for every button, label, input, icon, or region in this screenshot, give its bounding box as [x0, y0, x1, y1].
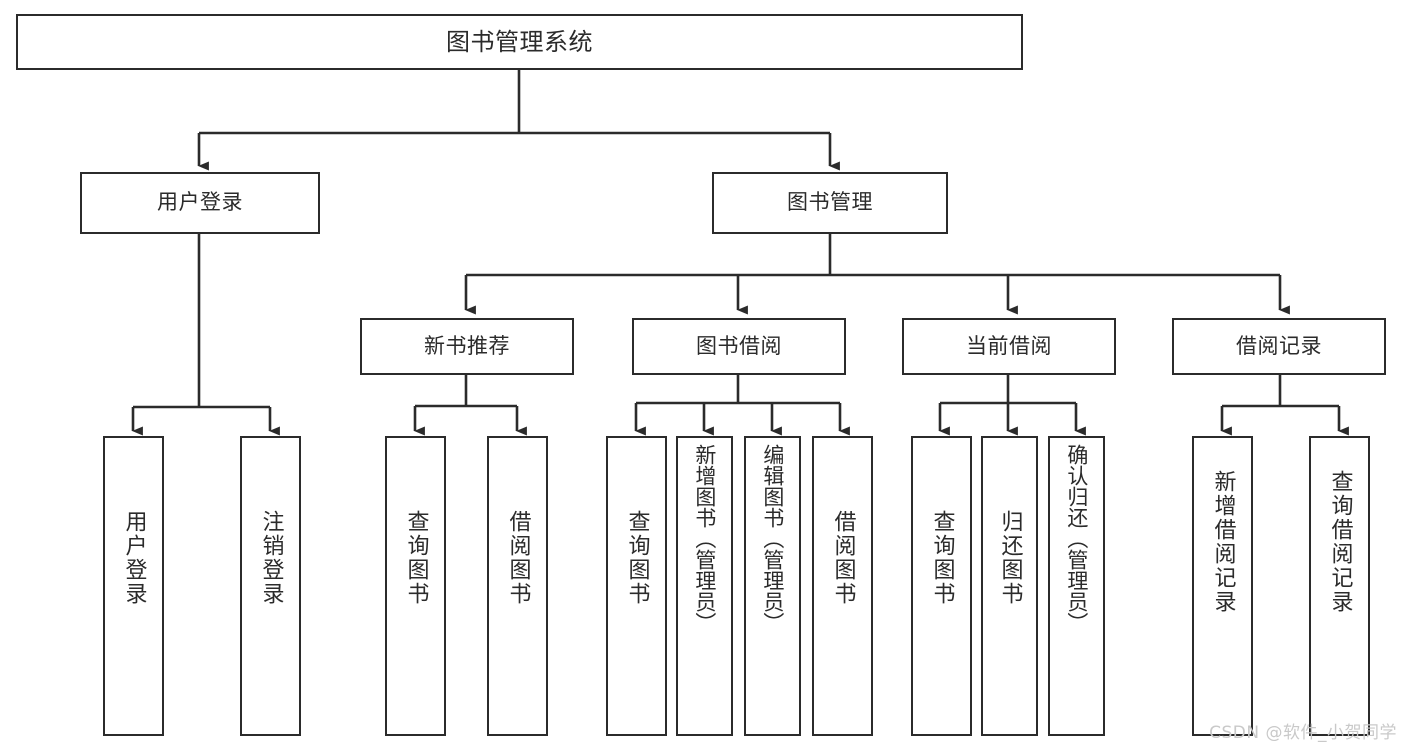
leaf-query-record-label: 查询借阅记录 — [1327, 470, 1353, 614]
leaf-query-book-2-label: 查询图书 — [624, 510, 650, 606]
leaf-confirm-return[interactable]: 确认归还（管理员） — [1048, 436, 1105, 736]
leaf-query-book-3[interactable]: 查询图书 — [911, 436, 972, 736]
leaf-query-book-1-label: 查询图书 — [403, 510, 429, 606]
node-book-borrow-label: 图书借阅 — [696, 333, 782, 358]
node-book-borrow[interactable]: 图书借阅 — [632, 318, 846, 375]
leaf-return-book-label: 归还图书 — [997, 510, 1023, 606]
leaf-borrow-book-2[interactable]: 借阅图书 — [812, 436, 873, 736]
leaf-user-login-label: 用户登录 — [121, 510, 147, 606]
leaf-user-login[interactable]: 用户登录 — [103, 436, 164, 736]
node-book-manage-label: 图书管理 — [787, 190, 873, 215]
node-borrow-record-label: 借阅记录 — [1236, 333, 1322, 358]
leaf-edit-book[interactable]: 编辑图书（管理员） — [744, 436, 801, 736]
leaf-return-book[interactable]: 归还图书 — [981, 436, 1038, 736]
node-user-login[interactable]: 用户登录 — [80, 172, 320, 234]
node-current-borrow[interactable]: 当前借阅 — [902, 318, 1116, 375]
node-new-book-recommend-label: 新书推荐 — [424, 333, 510, 358]
leaf-query-book-2[interactable]: 查询图书 — [606, 436, 667, 736]
leaf-query-book-1[interactable]: 查询图书 — [385, 436, 446, 736]
leaf-edit-book-label: 编辑图书（管理员） — [760, 444, 785, 633]
leaf-borrow-book-1[interactable]: 借阅图书 — [487, 436, 548, 736]
leaf-query-record[interactable]: 查询借阅记录 — [1309, 436, 1370, 736]
leaf-borrow-book-1-label: 借阅图书 — [505, 510, 531, 606]
leaf-add-record[interactable]: 新增借阅记录 — [1192, 436, 1253, 736]
node-new-book-recommend[interactable]: 新书推荐 — [360, 318, 574, 375]
leaf-add-book-label: 新增图书（管理员） — [692, 444, 717, 633]
leaf-query-book-3-label: 查询图书 — [929, 510, 955, 606]
leaf-logout-login-label: 注销登录 — [258, 510, 284, 606]
node-book-manage[interactable]: 图书管理 — [712, 172, 948, 234]
leaf-add-book[interactable]: 新增图书（管理员） — [676, 436, 733, 736]
leaf-borrow-book-2-label: 借阅图书 — [830, 510, 856, 606]
node-user-login-label: 用户登录 — [157, 190, 243, 215]
node-root[interactable]: 图书管理系统 — [16, 14, 1023, 70]
leaf-add-record-label: 新增借阅记录 — [1210, 470, 1236, 614]
node-root-label: 图书管理系统 — [446, 27, 593, 56]
node-current-borrow-label: 当前借阅 — [966, 333, 1052, 358]
node-borrow-record[interactable]: 借阅记录 — [1172, 318, 1386, 375]
leaf-confirm-return-label: 确认归还（管理员） — [1064, 444, 1089, 633]
watermark: CSDN @软件_小贺同学 — [1209, 723, 1397, 743]
leaf-logout-login[interactable]: 注销登录 — [240, 436, 301, 736]
